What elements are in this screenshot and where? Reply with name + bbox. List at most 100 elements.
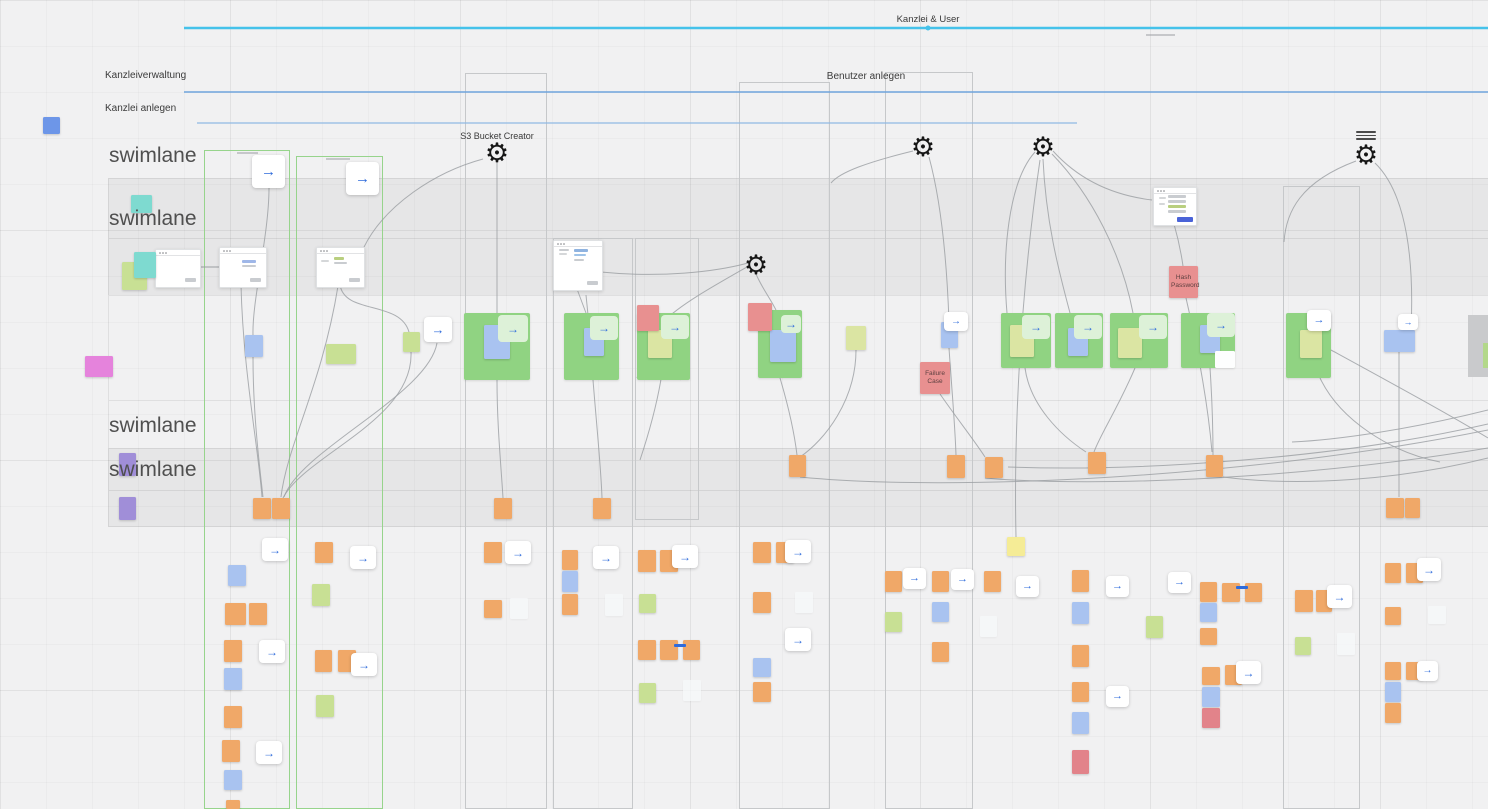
task-box[interactable]: → xyxy=(637,313,690,380)
sticky-note[interactable] xyxy=(789,455,806,477)
frame-container[interactable] xyxy=(465,73,547,809)
sticky-note[interactable] xyxy=(984,571,1001,592)
sticky-note[interactable] xyxy=(484,542,502,563)
sticky-note[interactable] xyxy=(119,497,136,520)
sticky-note[interactable] xyxy=(1146,616,1163,638)
sticky-note[interactable] xyxy=(315,650,332,672)
sticky-note[interactable] xyxy=(1118,328,1142,358)
browser-mockup-card[interactable] xyxy=(219,247,267,288)
sticky-note[interactable] xyxy=(932,642,949,662)
arrow-button[interactable]: → xyxy=(1307,310,1331,331)
arrow-button[interactable]: → xyxy=(259,640,285,663)
sticky-note[interactable] xyxy=(1072,602,1089,624)
arrow-button[interactable]: → xyxy=(1417,661,1438,681)
sticky-note[interactable] xyxy=(1206,455,1223,477)
sticky-note[interactable] xyxy=(484,600,502,618)
run-arrow-button[interactable]: → xyxy=(1022,315,1050,339)
sticky-note[interactable] xyxy=(226,800,240,809)
label-kanzlei-user[interactable]: Kanzlei & User xyxy=(896,14,960,25)
arrow-button[interactable]: → xyxy=(252,155,285,188)
sticky-note-failure-case[interactable]: Failure Case xyxy=(920,362,950,394)
arrow-button[interactable]: → xyxy=(1106,686,1129,707)
frame-container[interactable] xyxy=(1283,186,1360,809)
sticky-note[interactable] xyxy=(1200,603,1217,622)
arrow-button[interactable]: → xyxy=(593,546,619,569)
sticky-note[interactable] xyxy=(638,550,656,572)
arrow-button[interactable]: → xyxy=(505,541,531,564)
sticky-note[interactable] xyxy=(980,616,997,637)
sticky-note[interactable] xyxy=(932,571,949,592)
run-arrow-button[interactable]: → xyxy=(661,315,689,339)
sticky-note[interactable] xyxy=(1405,498,1420,518)
sticky-note[interactable] xyxy=(1222,583,1240,602)
task-box[interactable]: → xyxy=(564,313,619,380)
sticky-note[interactable] xyxy=(1295,637,1311,655)
sticky-note[interactable] xyxy=(119,453,136,476)
sticky-note[interactable] xyxy=(846,326,866,350)
sticky-note[interactable] xyxy=(593,498,611,519)
sticky-note[interactable] xyxy=(885,571,902,592)
sticky-note[interactable] xyxy=(1072,750,1089,774)
sticky-note[interactable] xyxy=(43,117,60,134)
sticky-note[interactable] xyxy=(249,603,267,625)
sticky-note[interactable] xyxy=(1385,682,1401,702)
sticky-note[interactable] xyxy=(224,640,242,662)
gear-icon[interactable]: ⚙ xyxy=(743,249,769,280)
label-swimlane-1[interactable]: swimlane xyxy=(109,144,197,167)
label-swimlane-3[interactable]: swimlane xyxy=(109,414,197,437)
sticky-note[interactable] xyxy=(510,598,528,619)
sticky-note[interactable] xyxy=(1072,570,1089,592)
sticky-note[interactable] xyxy=(885,612,902,632)
arrow-button[interactable]: → xyxy=(1398,314,1418,330)
sticky-note[interactable] xyxy=(753,592,771,613)
run-arrow-button[interactable]: → xyxy=(590,316,618,340)
sticky-note[interactable] xyxy=(1088,452,1106,474)
arrow-button[interactable]: → xyxy=(951,569,974,590)
task-box[interactable]: → xyxy=(1001,313,1051,368)
sticky-note[interactable] xyxy=(85,356,113,377)
sticky-note[interactable] xyxy=(770,330,796,362)
arrow-button[interactable]: → xyxy=(1327,585,1352,608)
sticky-note[interactable] xyxy=(131,195,152,213)
sticky-note[interactable] xyxy=(1072,712,1089,734)
arrow-button[interactable]: → xyxy=(1016,576,1039,597)
sticky-note[interactable] xyxy=(1428,606,1446,624)
task-box[interactable]: → xyxy=(1110,313,1168,368)
white-note[interactable] xyxy=(1215,351,1235,368)
sticky-note[interactable] xyxy=(660,640,678,660)
sticky-note[interactable] xyxy=(753,682,771,702)
sticky-note[interactable] xyxy=(1072,682,1089,702)
sticky-note[interactable] xyxy=(1202,687,1220,707)
arrow-button[interactable]: → xyxy=(1236,661,1261,684)
sticky-note[interactable] xyxy=(562,571,578,592)
label-kanzleiverwaltung[interactable]: Kanzleiverwaltung xyxy=(105,70,187,81)
run-arrow-button[interactable]: → xyxy=(1074,315,1102,339)
sticky-note[interactable] xyxy=(1386,498,1404,518)
sticky-note[interactable] xyxy=(1385,563,1401,583)
sticky-note[interactable] xyxy=(947,455,965,478)
sticky-note[interactable] xyxy=(1007,537,1025,556)
label-swimlane-2[interactable]: swimlane xyxy=(109,207,197,230)
sticky-note[interactable] xyxy=(1072,645,1089,667)
sticky-note[interactable] xyxy=(638,640,656,660)
sticky-note[interactable] xyxy=(1337,633,1355,655)
sticky-note[interactable] xyxy=(316,695,334,717)
gear-icon[interactable]: ⚙ xyxy=(1030,131,1056,162)
sticky-note[interactable] xyxy=(753,658,771,677)
browser-mockup-card[interactable] xyxy=(1153,187,1197,226)
frame-container[interactable] xyxy=(635,238,699,520)
gear-icon[interactable]: ⚙ xyxy=(1353,139,1379,170)
sticky-note[interactable] xyxy=(683,680,701,701)
sticky-note[interactable] xyxy=(245,335,263,357)
sticky-note-hash-password[interactable]: Hash Password xyxy=(1169,266,1200,298)
task-box[interactable]: → xyxy=(464,313,530,380)
sticky-note[interactable] xyxy=(134,252,156,278)
browser-mockup-card[interactable] xyxy=(155,249,201,288)
label-kanzlei-anlegen[interactable]: Kanzlei anlegen xyxy=(105,103,177,114)
browser-mockup-card[interactable] xyxy=(316,247,365,288)
sticky-note[interactable] xyxy=(224,706,242,728)
gear-icon[interactable]: ⚙ xyxy=(484,137,510,168)
sticky-note[interactable] xyxy=(224,770,242,790)
arrow-button[interactable]: → xyxy=(350,546,376,569)
sticky-note[interactable] xyxy=(1202,708,1220,728)
